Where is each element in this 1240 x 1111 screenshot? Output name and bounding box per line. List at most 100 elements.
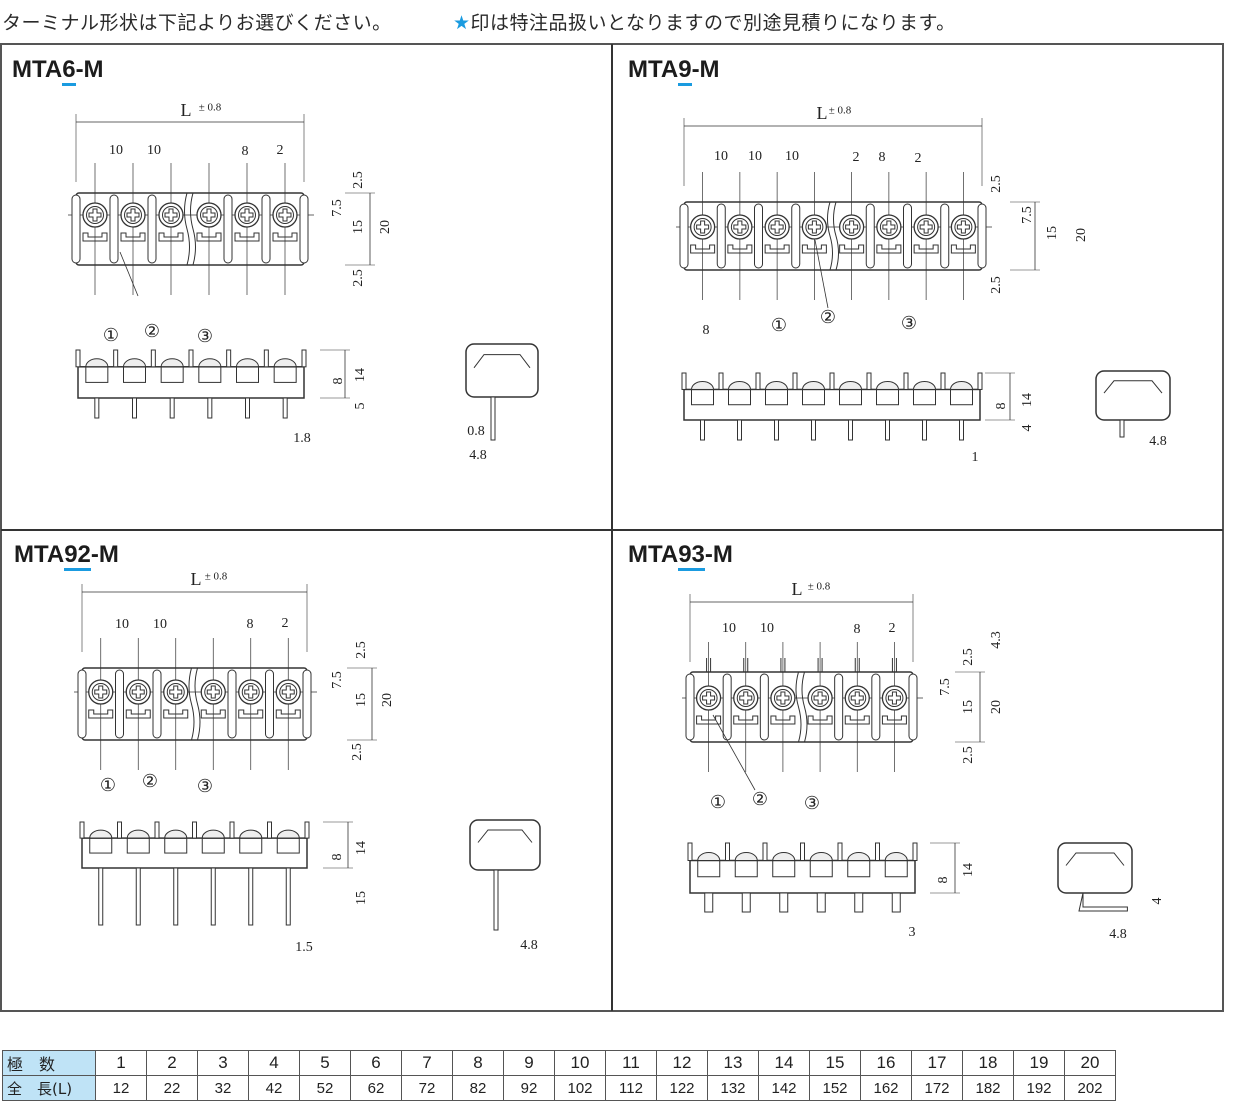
barrier bbox=[903, 372, 909, 390]
length-cell: 22 bbox=[146, 1075, 198, 1101]
panel-title-mta6: MTA6-M bbox=[12, 56, 104, 86]
dimension-label: 0.8 bbox=[467, 424, 485, 439]
leader-line bbox=[814, 239, 829, 309]
screw-cross-icon bbox=[887, 691, 901, 705]
terminal-body bbox=[276, 837, 300, 854]
cover-detail bbox=[1103, 380, 1163, 394]
screw-head bbox=[89, 829, 113, 839]
dimension-label: ② bbox=[820, 307, 836, 327]
barrier bbox=[75, 349, 81, 368]
dimension-label: L bbox=[817, 103, 828, 123]
dimension-label: 4.8 bbox=[520, 938, 538, 953]
break-line bbox=[194, 667, 201, 741]
screw-cross-icon bbox=[696, 220, 710, 234]
terminal-clip bbox=[163, 709, 189, 719]
barrier bbox=[113, 349, 119, 368]
screw-head bbox=[85, 358, 109, 368]
length-cell: 162 bbox=[860, 1075, 912, 1101]
terminal-body bbox=[697, 860, 721, 878]
dimension-label: 20 bbox=[380, 693, 395, 707]
pole-cell: 5 bbox=[299, 1050, 351, 1076]
pin bbox=[490, 396, 496, 441]
screw-head bbox=[164, 829, 188, 839]
screw-icon bbox=[693, 218, 712, 236]
length-cell: 52 bbox=[299, 1075, 351, 1101]
terminal-body bbox=[691, 388, 714, 406]
screw-head bbox=[126, 829, 150, 839]
pin bbox=[132, 397, 137, 419]
barrier bbox=[800, 842, 805, 861]
pin bbox=[774, 419, 779, 441]
dimension-label: 14 bbox=[354, 841, 369, 855]
screw-cross-icon bbox=[956, 220, 970, 234]
panel-title-mta9: MTA9-M bbox=[628, 56, 720, 86]
pole-cell: 18 bbox=[962, 1050, 1014, 1076]
dimension-label: 4.8 bbox=[1149, 434, 1167, 449]
screw-cross-icon bbox=[278, 208, 292, 222]
screw-icon bbox=[885, 689, 904, 707]
screw-head bbox=[697, 852, 721, 861]
dimension-label: ② bbox=[752, 789, 768, 809]
terminal-body bbox=[765, 388, 788, 406]
dimension-label: 2.5 bbox=[989, 175, 1004, 193]
terminal-body bbox=[164, 837, 188, 854]
terminal-clip bbox=[120, 232, 146, 242]
dimension-label: 7.5 bbox=[330, 671, 345, 689]
screw-head bbox=[273, 358, 297, 368]
notice-special-order: ★印は特注品扱いとなりますので別途見積りになります。 bbox=[453, 8, 956, 35]
barrier bbox=[903, 203, 912, 269]
terminal-clip bbox=[238, 709, 264, 719]
screw-cross-icon bbox=[813, 691, 827, 705]
dimension-label: ± 0.8 bbox=[829, 105, 852, 117]
barrier bbox=[115, 669, 124, 739]
pin bbox=[1078, 892, 1128, 912]
screw-head bbox=[734, 852, 758, 861]
dimension-label: ① bbox=[710, 792, 726, 812]
dimension-label: L bbox=[181, 100, 192, 120]
barrier bbox=[762, 842, 768, 861]
pin bbox=[248, 867, 254, 926]
barrier bbox=[875, 842, 880, 861]
screw-head bbox=[122, 358, 147, 368]
pin bbox=[891, 892, 901, 913]
pole-cell: 4 bbox=[248, 1050, 300, 1076]
dimension-label: 4.3 bbox=[989, 631, 1004, 649]
screw-cross-icon bbox=[770, 220, 784, 234]
terminal-body bbox=[201, 837, 225, 854]
length-cell: 62 bbox=[350, 1075, 402, 1101]
dimension-label: 2.5 bbox=[961, 746, 976, 764]
terminal-body bbox=[123, 366, 146, 383]
length-cell: 12 bbox=[95, 1075, 147, 1101]
screw-head bbox=[690, 381, 715, 390]
barrier bbox=[791, 203, 801, 269]
screw-head bbox=[801, 381, 826, 390]
barrier bbox=[117, 821, 122, 839]
dimension-label: 8 bbox=[331, 378, 346, 385]
barrier bbox=[940, 372, 946, 390]
barrier bbox=[829, 372, 835, 390]
length-cell: 112 bbox=[605, 1075, 657, 1101]
barrier bbox=[718, 372, 724, 390]
barrier bbox=[755, 372, 761, 390]
terminal-clip bbox=[727, 244, 753, 254]
screw-icon bbox=[276, 206, 294, 224]
screw-icon bbox=[204, 683, 223, 701]
barrier bbox=[754, 203, 763, 269]
screw-head bbox=[235, 358, 260, 368]
pole-cell: 16 bbox=[860, 1050, 912, 1076]
pole-cell: 2 bbox=[146, 1050, 198, 1076]
dimension-label: 14 bbox=[1020, 393, 1035, 407]
terminal-clip bbox=[200, 709, 226, 719]
pin bbox=[848, 419, 853, 441]
model-suffix: -M bbox=[75, 56, 104, 83]
dimension-label: 8 bbox=[247, 617, 254, 632]
screw-cross-icon bbox=[126, 208, 140, 222]
break-line bbox=[188, 667, 195, 741]
leader-line bbox=[712, 714, 756, 791]
pin bbox=[1119, 419, 1125, 438]
barrier bbox=[837, 842, 843, 861]
pin bbox=[210, 867, 216, 926]
dimension-label: 4 bbox=[1150, 898, 1165, 905]
pin bbox=[700, 419, 705, 441]
model-prefix: MTA bbox=[628, 541, 679, 568]
